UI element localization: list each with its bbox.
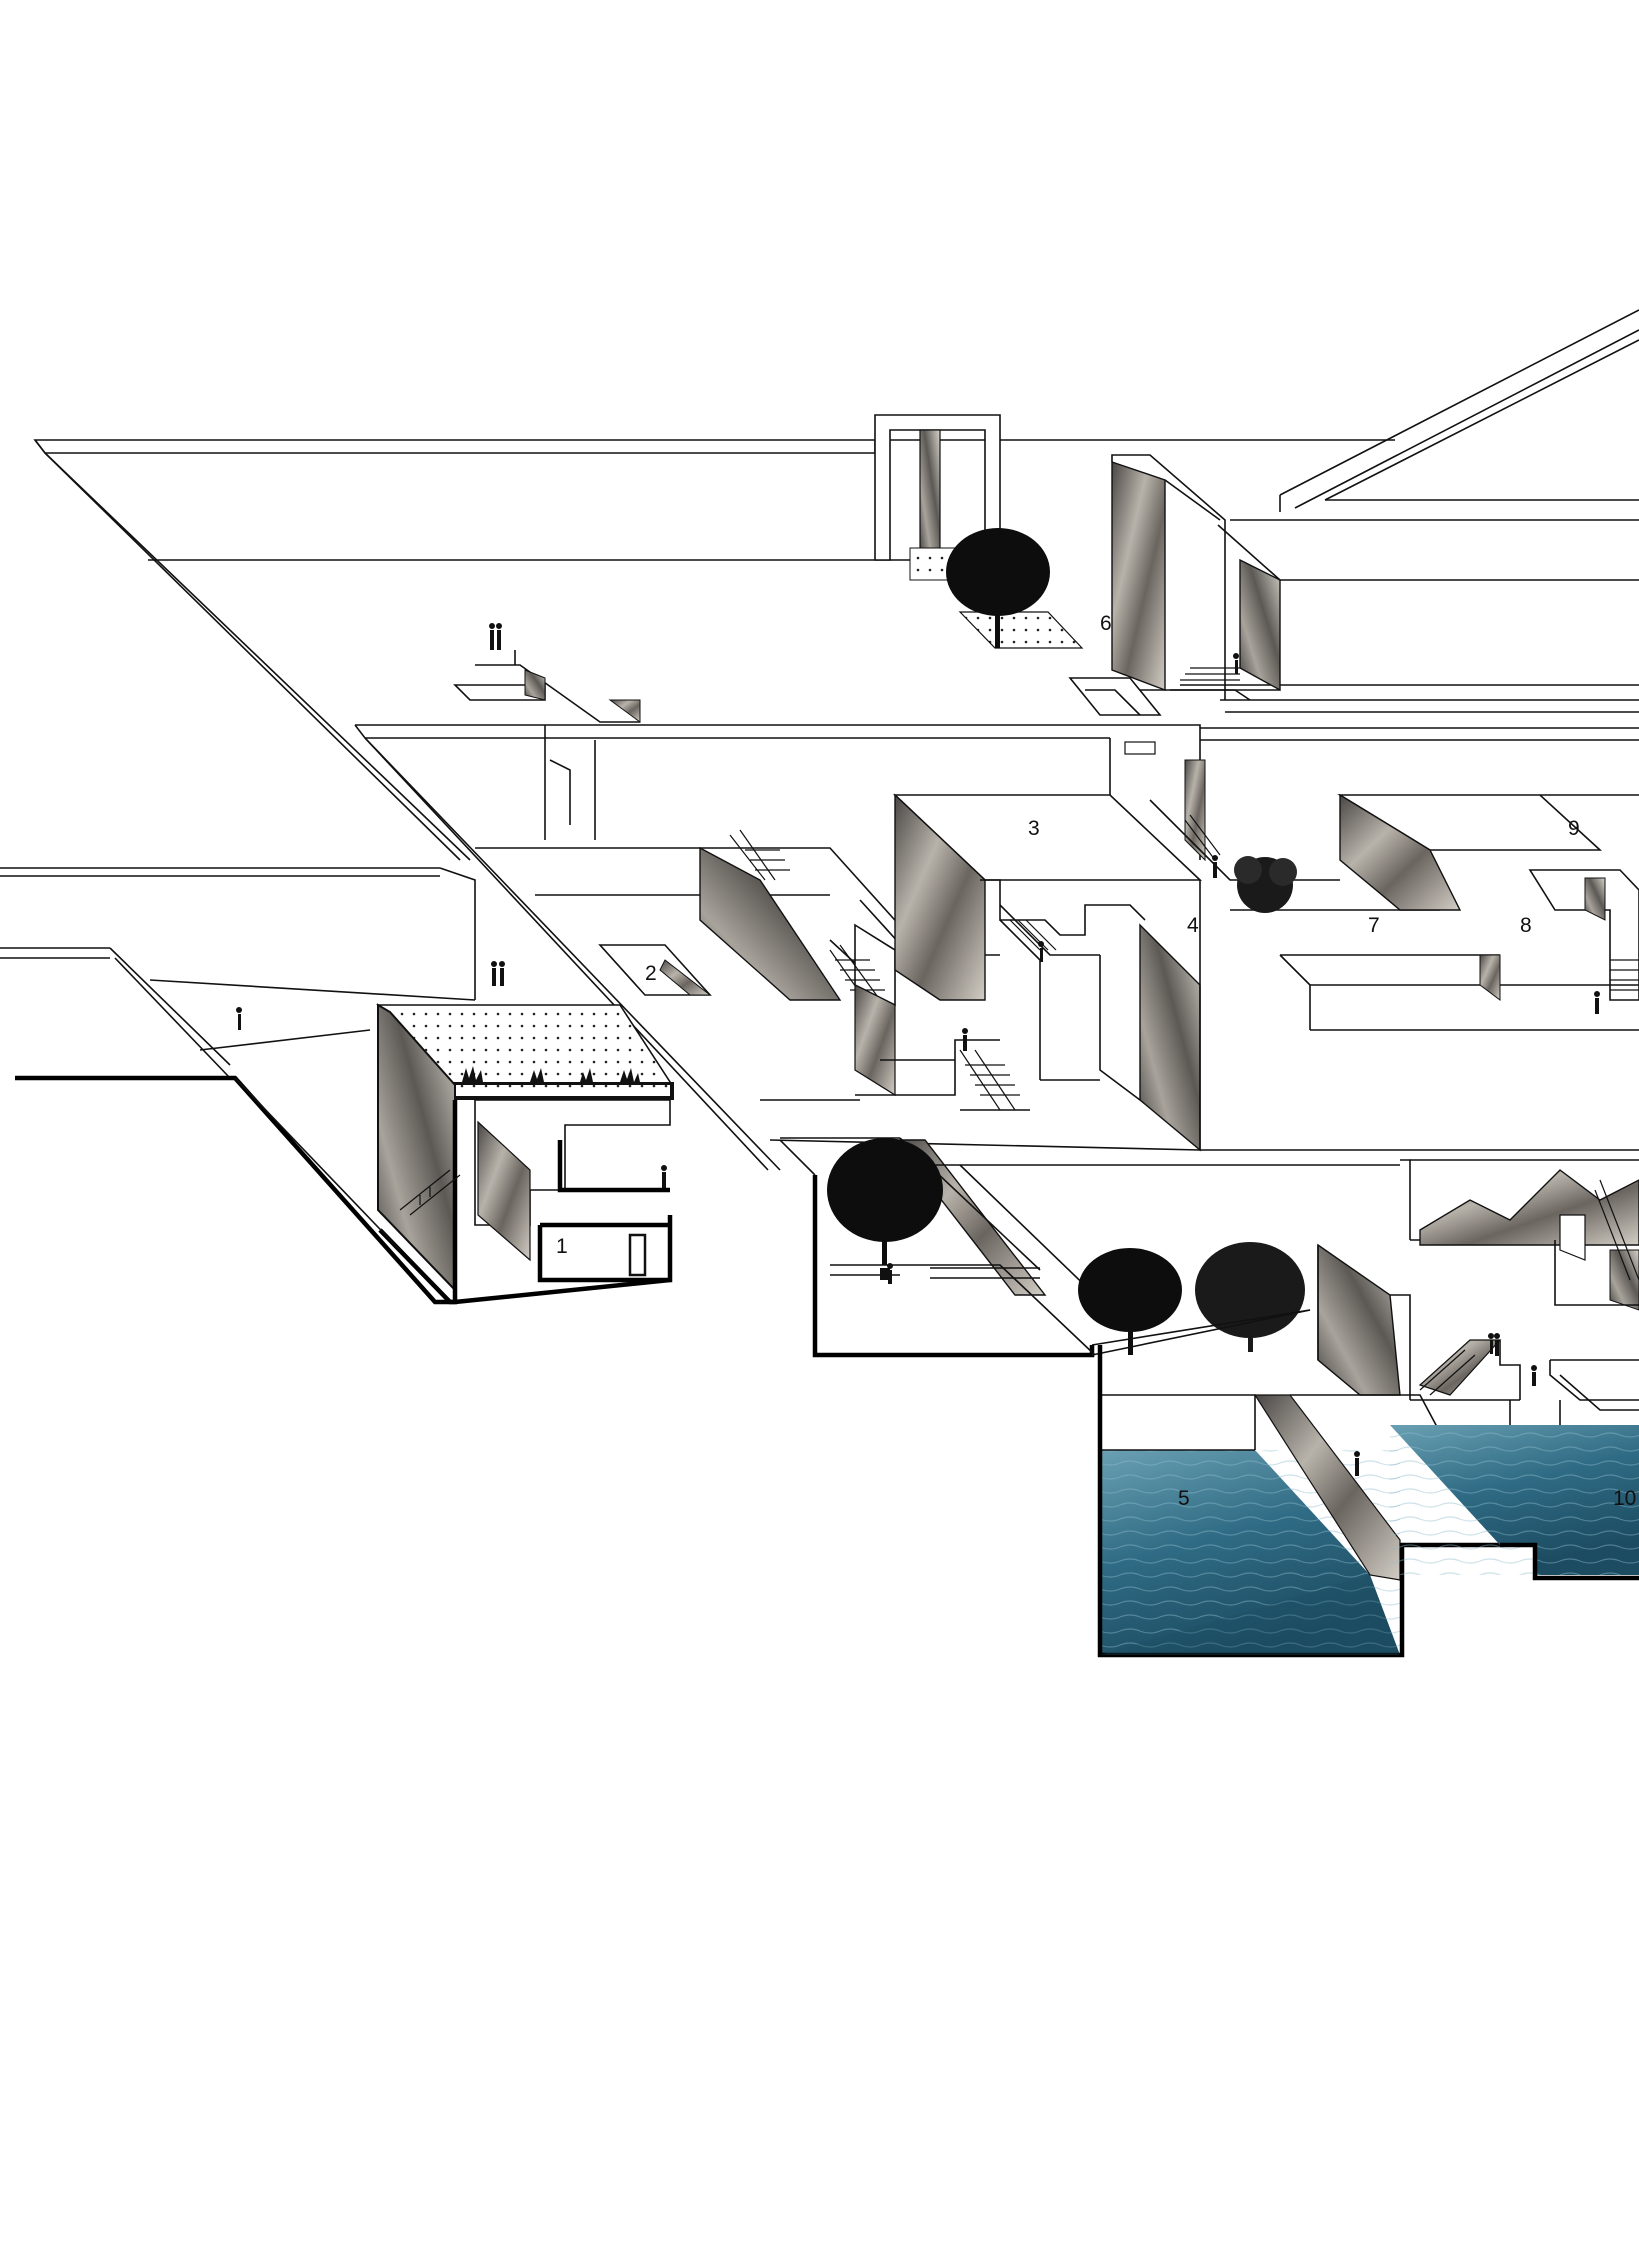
- tree-icon: [827, 1138, 943, 1265]
- people-figures: [236, 623, 1600, 1476]
- label-6: 6: [1100, 612, 1112, 635]
- lower-left-ground: [15, 1075, 455, 1305]
- pavilion-1: 1: [376, 1003, 674, 1305]
- label-7: 7: [1368, 914, 1380, 937]
- label-10: 10: [1613, 1487, 1636, 1510]
- label-1: 1: [556, 1235, 568, 1258]
- upper-level: 6: [33, 309, 1639, 861]
- lower-level: 5 10: [760, 1099, 1639, 1658]
- label-2: 2: [645, 962, 657, 985]
- tree-icon: [1234, 856, 1297, 913]
- label-5: 5: [1178, 1487, 1190, 1510]
- tree-icon: [1195, 1242, 1305, 1352]
- middle-level: 2: [0, 528, 1639, 1171]
- label-8: 8: [1520, 914, 1532, 937]
- tree-icon: [1078, 1248, 1182, 1355]
- label-9: 9: [1568, 817, 1580, 840]
- label-3: 3: [1028, 817, 1040, 840]
- tree-icon: [946, 528, 1050, 648]
- label-4: 4: [1187, 914, 1199, 937]
